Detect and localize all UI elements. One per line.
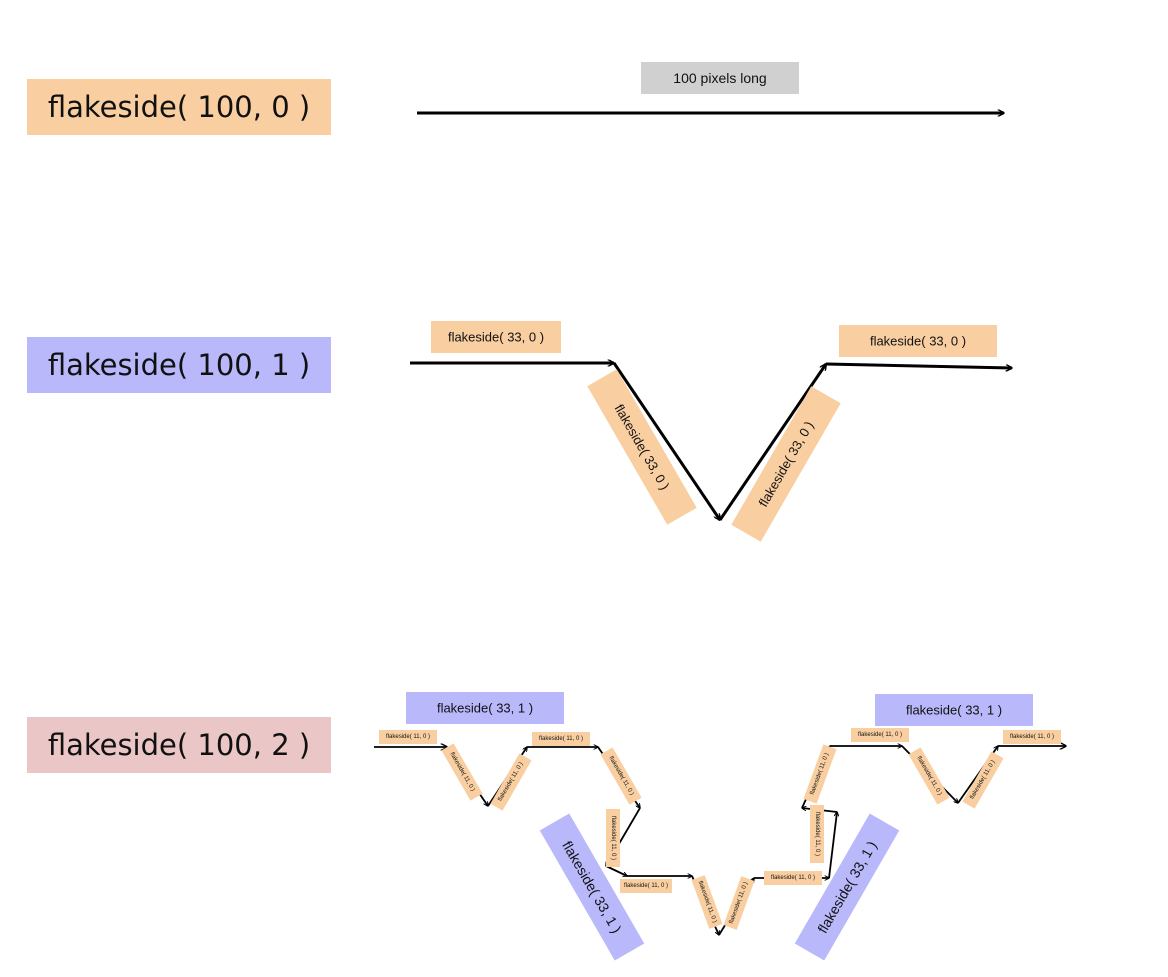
small-label-7: flakeside( 11, 0 ) bbox=[620, 879, 672, 893]
segment-2 bbox=[612, 362, 720, 520]
small-label-16-background bbox=[1003, 730, 1061, 744]
small-label-7-text: flakeside( 11, 0 ) bbox=[624, 883, 668, 889]
small-label-11-text: flakeside( 11, 0 ) bbox=[814, 812, 820, 856]
small-label-10-background bbox=[764, 871, 822, 885]
segment-label-3: flakeside( 33, 0 ) bbox=[731, 386, 841, 542]
small-label-6: flakeside( 11, 0 ) bbox=[606, 809, 620, 867]
small-label-14-text: flakeside( 11, 0 ) bbox=[915, 755, 942, 796]
row-label-level-0: flakeside( 100, 0 ) bbox=[27, 79, 331, 135]
small-label-15: flakeside( 11, 0 ) bbox=[962, 751, 1004, 809]
small-label-7-background bbox=[620, 879, 672, 893]
small-label-16-text: flakeside( 11, 0 ) bbox=[1010, 734, 1054, 740]
segment-4 bbox=[825, 362, 1012, 368]
segment-label-1-background bbox=[431, 321, 561, 353]
small-label-3-text: flakeside( 11, 0 ) bbox=[497, 761, 524, 802]
segment-label-4-text: flakeside( 33, 0 ) bbox=[870, 334, 966, 349]
small-label-1: flakeside( 11, 0 ) bbox=[379, 730, 437, 744]
segment-label-2-background bbox=[587, 369, 697, 525]
small-label-2: flakeside( 11, 0 ) bbox=[441, 743, 483, 801]
small-label-9-background bbox=[723, 876, 755, 930]
small-label-5-background bbox=[600, 747, 642, 805]
small-label-8-background bbox=[691, 875, 723, 929]
level-1-drawing: flakeside( 33, 0 ) flakeside( 33, 0 ) flak… bbox=[410, 321, 1012, 542]
level1-label-1: flakeside( 33, 1 ) bbox=[406, 692, 564, 724]
row-label-level-1: flakeside( 100, 1 ) bbox=[27, 337, 331, 393]
segment-label-2: flakeside( 33, 0 ) bbox=[587, 369, 697, 525]
segment-label-3-background bbox=[731, 386, 841, 542]
small-label-15-background bbox=[962, 751, 1004, 809]
sub-segment-12 bbox=[828, 812, 837, 879]
small-label-16: flakeside( 11, 0 ) bbox=[1003, 730, 1061, 744]
small-label-1-background bbox=[379, 730, 437, 744]
level1-label-3-background bbox=[794, 813, 900, 961]
small-label-6-background bbox=[606, 809, 620, 867]
level1-label-4-text: flakeside( 33, 1 ) bbox=[906, 703, 1002, 718]
segment-label-1-text: flakeside( 33, 0 ) bbox=[448, 330, 544, 345]
small-label-2-background bbox=[441, 743, 483, 801]
level1-label-4-background bbox=[875, 694, 1033, 726]
small-label-3-background bbox=[490, 753, 532, 811]
small-label-4-text: flakeside( 11, 0 ) bbox=[539, 736, 583, 742]
small-label-12-background bbox=[803, 744, 837, 804]
small-label-13: flakeside( 11, 0 ) bbox=[851, 728, 909, 742]
small-label-13-background bbox=[851, 728, 909, 742]
small-label-8: flakeside( 11, 0 ) bbox=[691, 875, 723, 929]
sub-segment-7 bbox=[605, 865, 627, 876]
small-label-10-text: flakeside( 11, 0 ) bbox=[771, 875, 815, 881]
level1-label-3-text: flakeside( 33, 1 ) bbox=[814, 838, 880, 936]
small-label-13-text: flakeside( 11, 0 ) bbox=[858, 732, 902, 738]
length-note: 100 pixels long bbox=[641, 62, 799, 94]
segment-label-4: flakeside( 33, 0 ) bbox=[839, 325, 997, 357]
small-label-5: flakeside( 11, 0 ) bbox=[600, 747, 642, 805]
small-label-3: flakeside( 11, 0 ) bbox=[490, 753, 532, 811]
segment-label-4-background bbox=[839, 325, 997, 357]
level1-label-2-background bbox=[539, 813, 645, 961]
level1-label-1-background bbox=[406, 692, 564, 724]
small-label-5-text: flakeside( 11, 0 ) bbox=[607, 755, 634, 796]
level1-label-4: flakeside( 33, 1 ) bbox=[875, 694, 1033, 726]
small-label-9: flakeside( 11, 0 ) bbox=[723, 876, 755, 930]
level-2-drawing: flakeside( 11, 0 )flakeside( 11, 0 )flak… bbox=[374, 692, 1066, 961]
small-label-14-background bbox=[908, 747, 950, 805]
small-label-14: flakeside( 11, 0 ) bbox=[908, 747, 950, 805]
small-label-1-text: flakeside( 11, 0 ) bbox=[386, 734, 430, 740]
segment-label-1: flakeside( 33, 0 ) bbox=[431, 321, 561, 353]
small-label-6-text: flakeside( 11, 0 ) bbox=[610, 816, 616, 860]
segment-3 bbox=[718, 364, 826, 521]
small-label-4-background bbox=[532, 732, 590, 746]
small-label-2-text: flakeside( 11, 0 ) bbox=[448, 751, 475, 792]
small-label-12: flakeside( 11, 0 ) bbox=[803, 744, 837, 804]
small-label-11-background bbox=[810, 805, 824, 863]
level1-label-1-text: flakeside( 33, 1 ) bbox=[437, 701, 533, 716]
small-label-11: flakeside( 11, 0 ) bbox=[810, 805, 824, 863]
small-label-4: flakeside( 11, 0 ) bbox=[532, 732, 590, 746]
row-label-level-2: flakeside( 100, 2 ) bbox=[27, 717, 331, 773]
small-label-10: flakeside( 11, 0 ) bbox=[764, 871, 822, 885]
